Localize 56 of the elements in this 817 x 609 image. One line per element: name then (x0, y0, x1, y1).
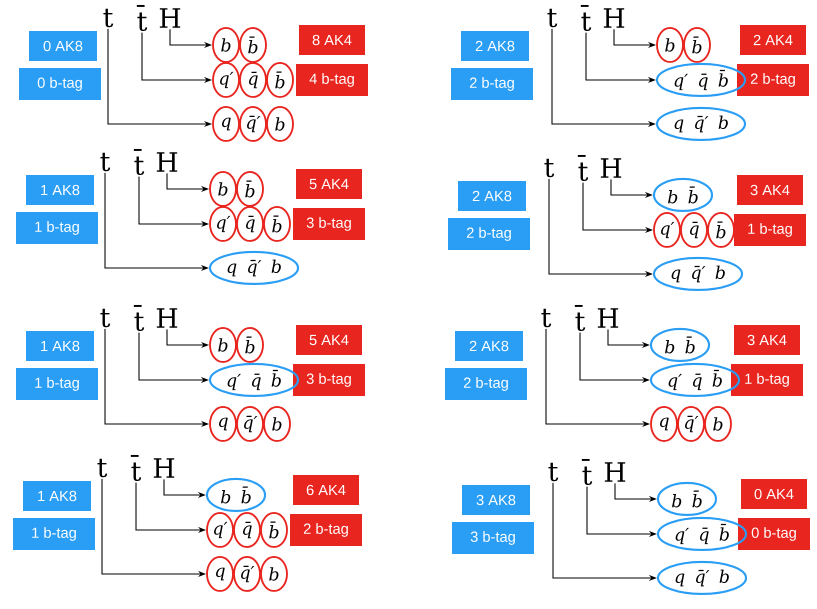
tag-box: 2 AK8 (455, 331, 523, 361)
tag-box: 1 b-tag (731, 364, 803, 396)
tag-box: 5 AK4 (296, 169, 362, 199)
tag-box: 0 AK4 (741, 479, 807, 509)
particle-symbol: t̄ (578, 154, 588, 181)
particle-symbol: t̄ (130, 454, 142, 481)
tag-box: 3 AK4 (734, 325, 800, 355)
particle-symbol: H (598, 308, 618, 328)
tag-box: 4 b-tag (296, 64, 368, 96)
particle-symbol: H (600, 158, 622, 178)
particle-symbol: H (154, 458, 174, 478)
tag-box: 1 b-tag (13, 518, 95, 550)
tag-box: 0 b-tag (19, 68, 101, 100)
particle-symbol: t (100, 152, 110, 172)
tag-box: 8 AK4 (299, 25, 365, 55)
tag-box: 2 AK4 (740, 25, 806, 55)
tag-box: 5 AK4 (296, 325, 362, 355)
tag-box: 2 b-tag (451, 68, 533, 100)
particle-symbol: H (156, 308, 178, 328)
tag-box: 2 AK8 (461, 31, 529, 61)
tag-box: 3 b-tag (293, 364, 365, 396)
tag-box: 2 b-tag (445, 368, 527, 400)
particle-symbol: t (103, 8, 114, 28)
particle-symbol: t (97, 458, 108, 478)
tag-box: 2 b-tag (448, 218, 530, 250)
particle-symbol: t̄ (582, 458, 592, 485)
tag-box: 0 b-tag (738, 518, 810, 550)
particle-symbol: t (547, 8, 558, 28)
tag-box: 2 b-tag (290, 514, 362, 546)
particle-symbol: t (541, 308, 552, 328)
particle-symbol: t̄ (136, 4, 148, 31)
tag-box: 1 b-tag (734, 214, 806, 246)
particle-symbol: H (156, 152, 178, 172)
particle-symbol: t̄ (134, 148, 144, 175)
tag-box: 3 b-tag (293, 208, 365, 240)
tag-box: 1 b-tag (16, 368, 98, 400)
particle-symbol: t (544, 158, 554, 178)
tag-box: 1 AK8 (26, 175, 94, 205)
tag-box: 3 b-tag (452, 522, 534, 554)
particle-symbol: H (604, 462, 626, 482)
tag-box: 1 AK8 (26, 331, 94, 361)
tag-box: 1 AK8 (23, 481, 91, 511)
tag-box: 6 AK4 (293, 475, 359, 505)
tag-box: 3 AK8 (462, 485, 530, 515)
particle-symbol: H (160, 8, 180, 28)
tag-box: 1 b-tag (16, 212, 98, 244)
particle-symbol: t̄ (574, 304, 586, 331)
particle-symbol: t̄ (134, 304, 144, 331)
tag-box: 2 AK8 (458, 181, 526, 211)
particle-symbol: H (604, 8, 624, 28)
particle-symbol: t (548, 462, 558, 482)
tag-box: 2 b-tag (737, 64, 809, 96)
particle-symbol: t (100, 308, 110, 328)
particle-symbol: t̄ (580, 4, 592, 31)
tag-box: 0 AK8 (29, 31, 97, 61)
tag-box: 3 AK4 (737, 175, 803, 205)
